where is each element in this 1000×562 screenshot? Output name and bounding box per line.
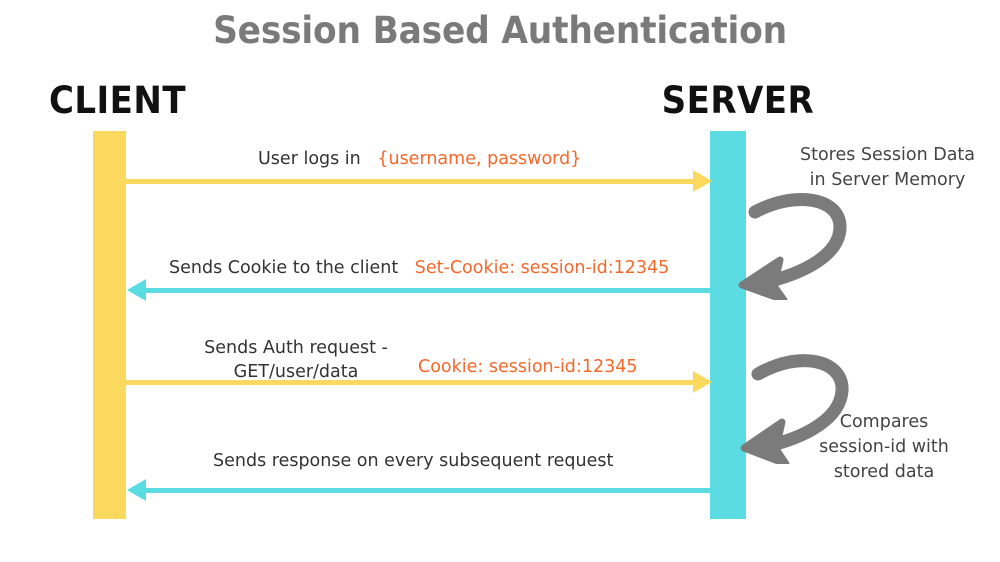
note-stores-session: Stores Session Data in Server Memory <box>780 143 995 193</box>
message-arrow-line-set-cookie <box>145 288 713 293</box>
message-arrow-line-auth-request <box>126 380 704 385</box>
lane-label-server: SERVER <box>661 79 815 122</box>
note-compares-session-line2: session-id with <box>819 436 949 457</box>
message-caption-auth-request: Sends Auth request - GET/user/data <box>177 337 415 384</box>
note-compares-session-line3: stored data <box>833 461 935 482</box>
note-compares-session: Compares session-id with stored data <box>780 410 988 485</box>
message-token-login: {username, password} <box>377 149 582 169</box>
curved-arrow-icon-compares-session <box>740 354 849 464</box>
page-title: Session Based Authentication <box>213 9 787 52</box>
curved-arrow-icon-stores-session <box>738 193 847 300</box>
message-caption-response: Sends response on every subsequent reque… <box>213 451 614 471</box>
message-token-auth-request: Cookie: session-id:12345 <box>418 357 638 377</box>
message-label-auth-request-line1: Sends Auth request - <box>204 338 388 358</box>
message-caption-set-cookie: Sends Cookie to the client Set-Cookie: s… <box>169 257 669 281</box>
note-stores-session-line1: Stores Session Data <box>799 145 976 165</box>
message-arrow-line-response <box>145 488 713 493</box>
note-stores-session-line2: in Server Memory <box>809 169 966 190</box>
message-label-set-cookie: Sends Cookie to the client <box>169 258 399 278</box>
lifeline-client <box>93 131 126 519</box>
message-token-set-cookie: Set-Cookie: session-id:12345 <box>414 258 670 278</box>
message-caption-login: User logs in {username, password} <box>258 148 581 172</box>
lifeline-server <box>710 131 746 519</box>
message-arrow-line-login <box>126 179 704 184</box>
lane-label-client: CLIENT <box>48 79 187 122</box>
arrowhead-right-icon-auth-request <box>693 371 712 393</box>
arrowhead-right-icon-login <box>693 170 712 192</box>
arrowhead-left-icon-response <box>127 479 146 501</box>
message-label-auth-request-line2: GET/user/data <box>233 361 359 382</box>
message-label-login: User logs in <box>258 149 361 169</box>
arrowhead-left-icon-set-cookie <box>127 279 146 301</box>
note-compares-session-line1: Compares <box>839 412 929 432</box>
